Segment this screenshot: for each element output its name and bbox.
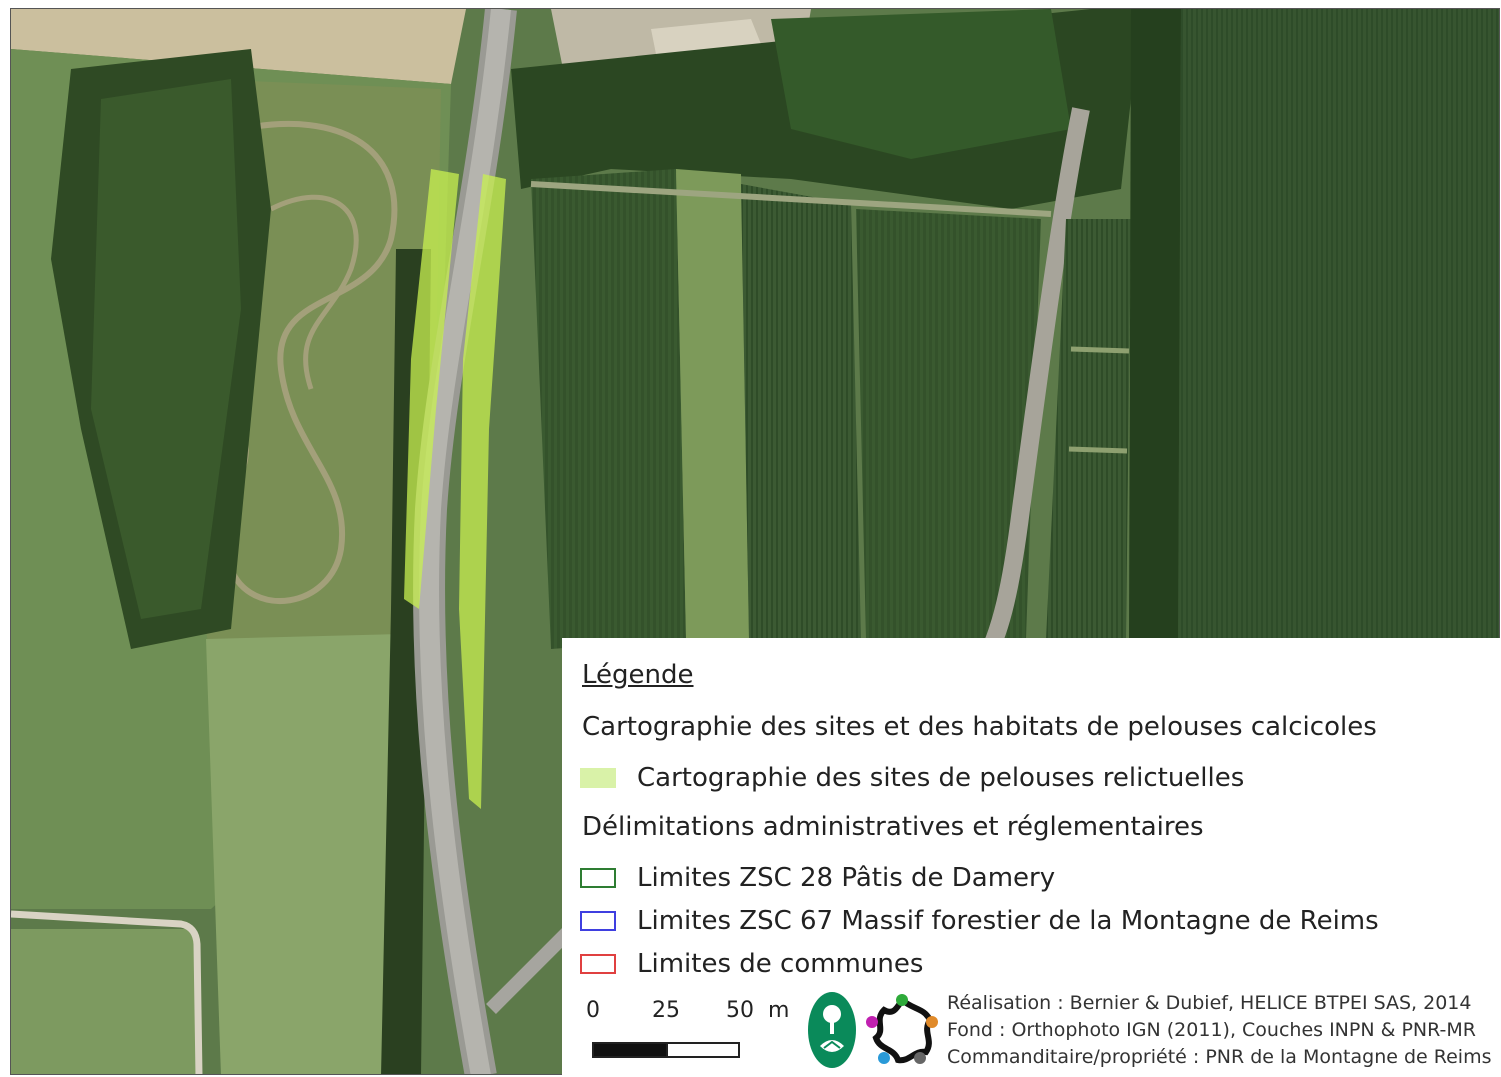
legend-item-label: Limites ZSC 67 Massif forestier de la Mo… [637,906,1379,936]
scale-unit: m [768,998,790,1023]
legend-item-zsc28: Limites ZSC 28 Pâtis de Damery [580,862,1055,894]
legend-item-label: Limites de communes [637,949,924,979]
scale-bar-black [592,1042,668,1058]
helice-logo-icon [866,994,938,1064]
legend-group-admin: Délimitations administratives et régleme… [582,812,1204,842]
legend-item-pelouses: Cartographie des sites de pelouses relic… [580,762,1244,794]
orthophoto [11,9,1499,1074]
legend-item-label: Limites ZSC 28 Pâtis de Damery [637,863,1056,893]
legend-item-zsc67: Limites ZSC 67 Massif forestier de la Mo… [580,905,1379,937]
legend-item-label: Cartographie des sites de pelouses relic… [637,763,1245,793]
scale-bar-white [666,1042,740,1058]
scale-label-50: 50 [726,998,754,1023]
map-legend: Légende Cartographie des sites et des ha… [562,638,1500,1075]
scale-label-0: 0 [586,998,600,1023]
scale-label-25: 25 [652,998,680,1023]
pelouses-swatch [580,768,616,788]
aerial-map[interactable] [10,8,1500,1075]
scale-bar: 0 25 50 m [586,998,790,1068]
communes-swatch [580,954,616,974]
pnr-logo-icon [808,992,856,1068]
legend-item-communes: Limites de communes [580,948,923,980]
legend-group-habitats: Cartographie des sites et des habitats d… [582,712,1377,742]
zsc28-swatch [580,868,616,888]
zsc67-swatch [580,911,616,931]
legend-title: Légende [582,660,694,690]
map-credits: Réalisation : Bernier & Dubief, HELICE B… [947,990,1492,1071]
credits-line-realisation: Réalisation : Bernier & Dubief, HELICE B… [947,992,1472,1014]
credits-line-commanditaire: Commanditaire/propriété : PNR de la Mont… [947,1046,1492,1068]
credits-line-fond: Fond : Orthophoto IGN (2011), Couches IN… [947,1019,1477,1041]
